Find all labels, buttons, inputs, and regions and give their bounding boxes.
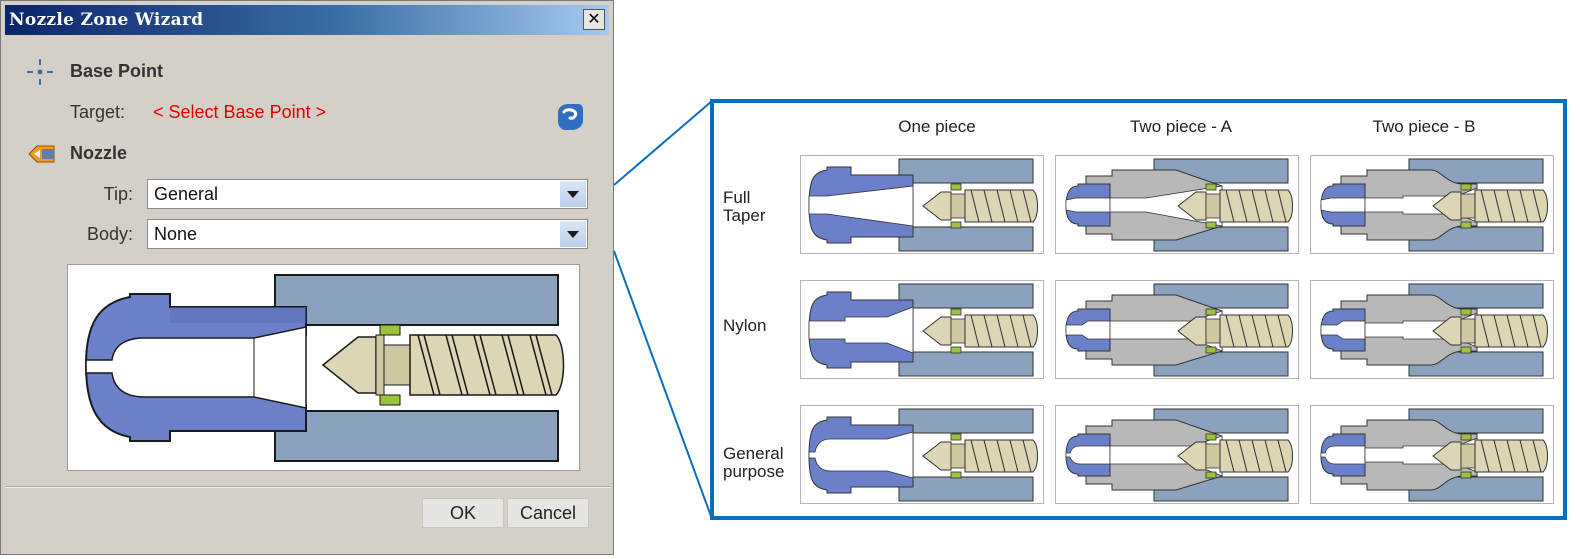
column-header-two-piece-b: Two piece - B <box>1372 117 1476 136</box>
cell-two-piece-b-nylon[interactable] <box>1310 280 1554 379</box>
cell-two-piece-a-full-taper[interactable] <box>1055 155 1299 254</box>
nozzle-thumbnail <box>1320 408 1548 502</box>
tip-dropdown-button[interactable] <box>560 181 586 207</box>
footer-separator <box>5 486 611 488</box>
crosshair-icon <box>27 59 53 85</box>
cell-two-piece-b-full-taper[interactable] <box>1310 155 1554 254</box>
nozzle-icon <box>28 145 55 163</box>
hand-pointer-icon[interactable] <box>554 100 586 132</box>
cell-one-piece-full-taper[interactable] <box>800 155 1044 254</box>
ok-button[interactable]: OK <box>422 498 504 528</box>
body-dropdown-button[interactable] <box>560 221 586 247</box>
cell-one-piece-general-purpose[interactable] <box>800 405 1044 504</box>
body-dropdown[interactable]: None <box>147 219 588 249</box>
base-point-heading: Base Point <box>70 61 164 81</box>
nozzle-zone-wizard-dialog: Nozzle Zone Wizard ✕ Base Point Target: … <box>0 0 614 555</box>
row-label-line: General <box>723 444 784 463</box>
cell-two-piece-b-general-purpose[interactable] <box>1310 405 1554 504</box>
cell-two-piece-a-nylon[interactable] <box>1055 280 1299 379</box>
cancel-button[interactable]: Cancel <box>507 498 589 528</box>
tip-dropdown[interactable]: General <box>147 179 588 209</box>
row-label-nylon: Nylon <box>723 317 766 335</box>
nozzle-preview-panel <box>67 264 580 471</box>
cell-two-piece-a-general-purpose[interactable] <box>1055 405 1299 504</box>
row-label-line: Taper <box>723 206 766 225</box>
body-value: None <box>154 224 198 244</box>
title-bar[interactable]: Nozzle Zone Wizard ✕ <box>5 5 609 35</box>
nozzle-thumbnail <box>808 408 1038 502</box>
nozzle-thumbnail <box>808 283 1038 377</box>
nozzle-thumbnail <box>1320 283 1548 377</box>
nozzle-thumbnail <box>808 158 1038 252</box>
row-label-full-taper: Full Taper <box>723 189 766 225</box>
body-label: Body: <box>86 224 133 244</box>
close-icon: ✕ <box>587 11 601 28</box>
row-label-general-purpose: General purpose <box>723 445 784 481</box>
tip-label: Tip: <box>103 184 133 204</box>
cell-one-piece-nylon[interactable] <box>800 280 1044 379</box>
nozzle-type-callout: One piece Two piece - A Two piece - B Fu… <box>710 99 1567 520</box>
column-header-two-piece-a: Two piece - A <box>1129 117 1233 136</box>
nozzle-heading: Nozzle <box>70 143 128 163</box>
row-label-line: Nylon <box>723 316 767 335</box>
callout-connector-lines <box>613 100 713 520</box>
target-label: Target: <box>70 102 126 122</box>
close-button[interactable]: ✕ <box>583 9 605 30</box>
nozzle-thumbnail <box>1065 158 1293 252</box>
select-base-point-link[interactable]: < Select Base Point > <box>153 102 327 122</box>
dialog-title: Nozzle Zone Wizard <box>9 10 204 30</box>
nozzle-thumbnail <box>1320 158 1548 252</box>
tip-value: General <box>154 184 219 204</box>
row-label-line: purpose <box>723 462 785 481</box>
chevron-down-icon <box>567 191 579 198</box>
chevron-down-icon <box>567 231 579 238</box>
row-label-line: Full <box>723 188 751 207</box>
nozzle-thumbnail <box>1065 283 1293 377</box>
column-header-one-piece: One piece <box>898 117 976 136</box>
nozzle-thumbnail <box>1065 408 1293 502</box>
nozzle-preview-illustration <box>84 274 565 462</box>
